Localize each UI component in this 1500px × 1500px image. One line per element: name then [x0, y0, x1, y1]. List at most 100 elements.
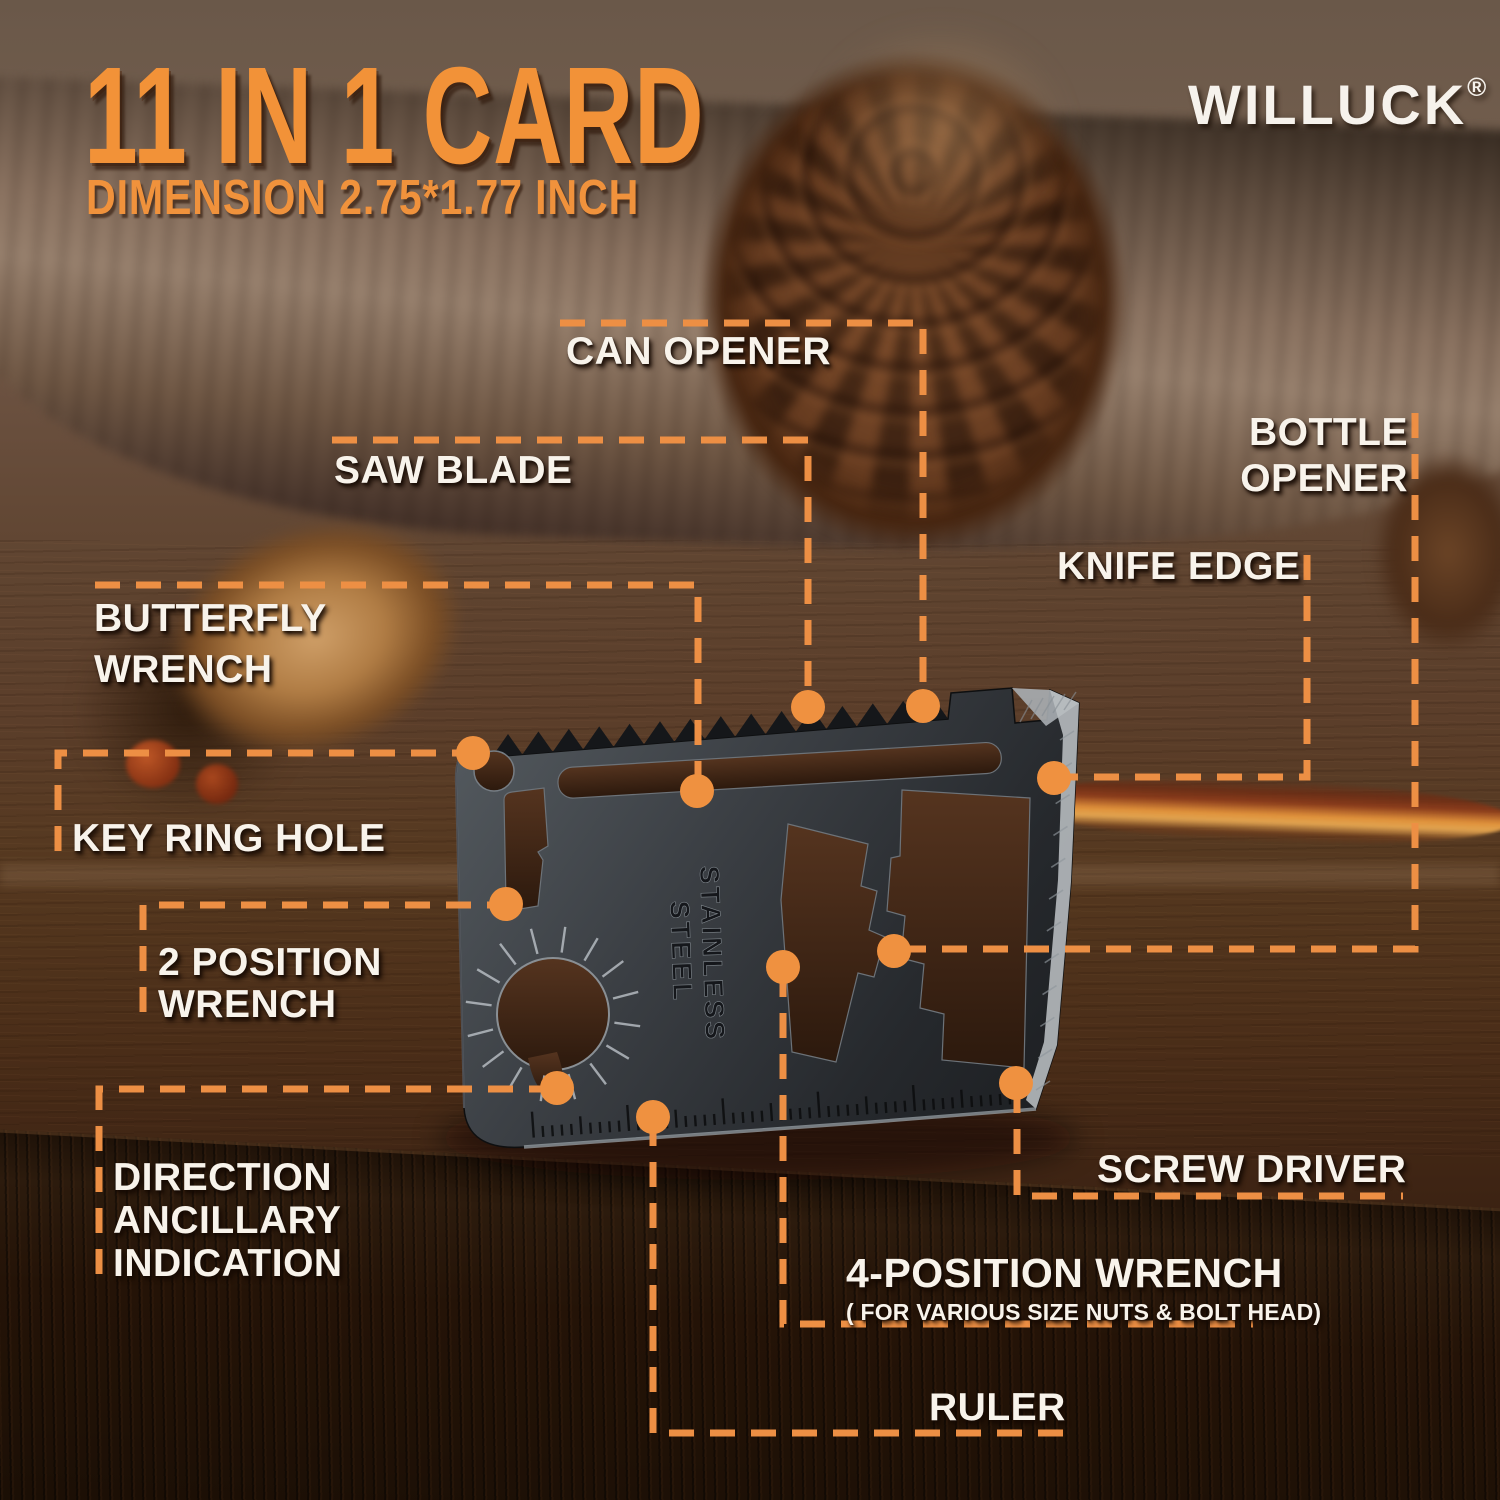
callout-label-text: RULER	[929, 1385, 1066, 1430]
callout-label-saw-blade: SAW BLADE	[334, 448, 573, 493]
decorative-line	[893, 1101, 897, 1113]
callout-label-text: INDICATION	[113, 1242, 343, 1286]
decorative-line	[530, 1111, 535, 1138]
decorative-line	[950, 1097, 955, 1109]
decorative-line	[481, 1050, 505, 1068]
callout-line-key-ring-hole	[54, 749, 467, 851]
decorative-line	[550, 1125, 555, 1137]
callout-label-bottle-opener: BOTTLE OPENER	[1216, 410, 1408, 502]
callout-dot-butterfly-wrench	[680, 774, 714, 808]
callout-label-text: CAN OPENER	[566, 329, 831, 374]
decorative-line	[721, 1098, 726, 1125]
callout-label-text: 2 POSITION	[158, 942, 382, 984]
decorative-line	[1044, 953, 1060, 964]
callout-label-text: WRENCH	[94, 645, 327, 696]
callout-line-direction	[95, 1085, 551, 1274]
decorative-line	[816, 1091, 821, 1118]
decorative-line	[499, 942, 517, 966]
decorative-line	[1046, 921, 1062, 932]
decorative-line	[693, 1115, 697, 1127]
decorative-line	[846, 1104, 850, 1116]
decorative-line	[674, 1109, 678, 1128]
decorative-line	[827, 1105, 831, 1118]
callout-line-ruler	[649, 1121, 1068, 1437]
callout-label-screw-driver: SCREW DRIVER	[1097, 1147, 1406, 1192]
decorative-line	[1055, 793, 1071, 805]
decorative-line	[583, 937, 599, 962]
decorative-line	[941, 1097, 945, 1110]
decorative-line	[1050, 857, 1066, 868]
callout-label-text: 4-POSITION WRENCH	[846, 1250, 1321, 1298]
decorative-line	[598, 1121, 602, 1134]
decorative-line	[529, 928, 539, 955]
decorative-line	[608, 1121, 612, 1133]
decorative-line	[1019, 699, 1033, 723]
butterfly-wrench-slot	[557, 741, 1002, 799]
direction-dial-rays	[465, 926, 641, 1102]
callout-label-butterfly-wrench: BUTTERFLY WRENCH	[94, 594, 327, 695]
callout-label-text: BUTTERFLY	[94, 594, 327, 645]
knife-bevel-edge	[1026, 690, 1079, 1109]
decorative-line	[979, 1095, 983, 1107]
bottom-edge-bevel	[523, 1107, 1037, 1149]
callout-dot-screw-driver	[999, 1066, 1033, 1100]
decorative-line	[1037, 1048, 1053, 1059]
decorative-line	[789, 1108, 793, 1120]
callout-label-text: OPENER	[1216, 456, 1408, 502]
decorative-line	[884, 1101, 888, 1114]
decorative-line	[703, 1114, 707, 1126]
callout-label-knife-edge: KNIFE EDGE	[1057, 544, 1300, 589]
callout-dot-ruler	[636, 1100, 670, 1134]
callout-label-text: KEY RING HOLE	[72, 816, 386, 861]
page-title: 11 IN 1 CARD	[84, 44, 704, 189]
decorative-line	[989, 1094, 993, 1106]
callout-sublabel-text: ( FOR VARIOUS SIZE NUTS & BOLT HEAD)	[846, 1300, 1321, 1324]
decorative-line	[476, 968, 501, 984]
callout-line-bottle-opener	[900, 413, 1419, 953]
dimension-subtitle: DIMENSION 2.75*1.77 INCH	[86, 170, 639, 226]
decorative-line	[798, 1107, 802, 1120]
decorative-line	[605, 1044, 630, 1060]
callout-dot-four-position-wrench	[766, 950, 800, 984]
decorative-line	[560, 1124, 564, 1136]
decorative-line	[614, 1021, 641, 1028]
decorative-line	[578, 1116, 583, 1135]
callout-dot-knife-edge	[1037, 761, 1071, 795]
engraving-line2: STEEL	[664, 900, 698, 1003]
decorative-line	[874, 1102, 878, 1114]
callout-line-saw-blade	[332, 436, 812, 702]
decorative-line	[467, 1028, 494, 1038]
decorative-line	[712, 1113, 716, 1126]
callout-label-text: SAW BLADE	[334, 448, 573, 493]
decorative-line	[1053, 825, 1068, 837]
callout-line-two-position-wrench	[139, 901, 500, 1012]
decorative-line	[601, 960, 625, 978]
decorative-line	[1035, 1080, 1051, 1091]
callout-label-direction: DIRECTION ANCILLARY INDICATION	[113, 1156, 343, 1286]
pinecone-highlight	[760, 10, 1120, 310]
decorative-line	[922, 1099, 926, 1111]
callout-dots	[456, 689, 1071, 1134]
berry	[196, 764, 238, 804]
decorative-line	[731, 1112, 736, 1124]
callout-dot-key-ring-hole	[456, 736, 490, 770]
bevel-hatch-lines	[1019, 691, 1077, 1091]
callout-dot-bottle-opener	[877, 934, 911, 968]
decorative-line	[1041, 695, 1055, 717]
callout-label-text: KNIFE EDGE	[1057, 544, 1300, 589]
decorative-line	[1059, 730, 1075, 741]
callout-line-can-opener	[560, 319, 927, 701]
card-engraving: STAINLESS STEEL	[664, 865, 731, 1043]
multitool-card: STAINLESS STEEL	[454, 687, 1080, 1149]
callout-dot-saw-blade	[791, 690, 825, 724]
decorative-line	[998, 1093, 1002, 1106]
decorative-line	[911, 1085, 917, 1112]
decorative-line	[560, 926, 567, 953]
decorative-line	[931, 1098, 936, 1110]
callout-label-text: SCREW DRIVER	[1097, 1147, 1406, 1192]
decorative-line	[1039, 1016, 1055, 1028]
decorative-line	[769, 1102, 774, 1122]
